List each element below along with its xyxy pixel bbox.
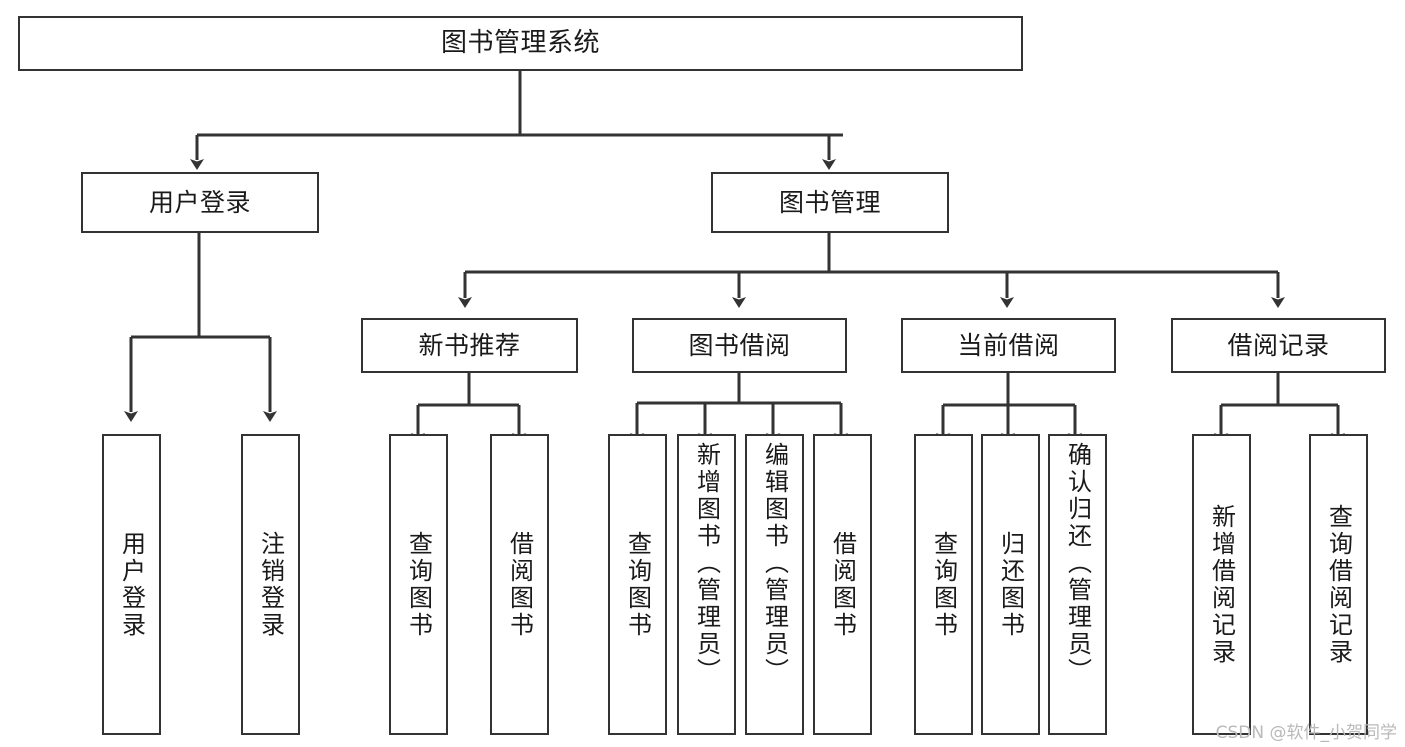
node-label: 图书管理系统	[440, 28, 600, 59]
node-label: 新增图书（管理员）	[692, 442, 721, 685]
leaf-new-book-query-book[interactable]: 查询图书	[389, 434, 448, 735]
node-label: 借阅图书	[505, 530, 534, 639]
node-label: 图书借阅	[688, 331, 791, 360]
node-label: 查询图书	[623, 530, 652, 639]
node-label: 当前借阅	[957, 331, 1060, 360]
node-label: 借阅记录	[1227, 331, 1330, 360]
leaf-book-borrow-add-book-admin[interactable]: 新增图书（管理员）	[677, 434, 736, 735]
leaf-borrow-record-query-record[interactable]: 查询借阅记录	[1309, 434, 1368, 735]
node-current-borrow[interactable]: 当前借阅	[901, 318, 1116, 373]
leaf-current-borrow-confirm-return-admin[interactable]: 确认归还（管理员）	[1048, 434, 1107, 735]
node-label: 新书推荐	[418, 331, 521, 360]
leaf-current-borrow-return-book[interactable]: 归还图书	[981, 434, 1040, 735]
leaf-user-login-login[interactable]: 用户登录	[102, 434, 161, 735]
node-label: 查询借阅记录	[1324, 503, 1353, 666]
leaf-book-borrow-edit-book-admin[interactable]: 编辑图书（管理员）	[745, 434, 804, 735]
node-label: 图书管理	[778, 188, 881, 217]
node-label: 用户登录	[117, 530, 146, 639]
node-label: 注销登录	[256, 530, 285, 639]
node-label: 借阅图书	[828, 530, 857, 639]
leaf-new-book-borrow-book[interactable]: 借阅图书	[490, 434, 549, 735]
watermark-text: CSDN @软件_小贺同学	[1215, 723, 1397, 743]
node-book-management[interactable]: 图书管理	[711, 172, 949, 233]
leaf-book-borrow-query-book[interactable]: 查询图书	[608, 434, 667, 735]
node-new-book-recommend[interactable]: 新书推荐	[361, 318, 578, 373]
leaf-borrow-record-add-record[interactable]: 新增借阅记录	[1192, 434, 1251, 735]
node-borrow-record[interactable]: 借阅记录	[1171, 318, 1386, 373]
leaf-current-borrow-query-book[interactable]: 查询图书	[914, 434, 973, 735]
node-label: 归还图书	[996, 530, 1025, 639]
node-label: 用户登录	[148, 188, 251, 217]
node-label: 查询图书	[929, 530, 958, 639]
leaf-user-login-logout[interactable]: 注销登录	[241, 434, 300, 735]
node-label: 确认归还（管理员）	[1063, 442, 1092, 685]
node-label: 新增借阅记录	[1207, 503, 1236, 666]
node-book-borrow[interactable]: 图书借阅	[632, 318, 847, 373]
leaf-book-borrow-borrow-book[interactable]: 借阅图书	[813, 434, 872, 735]
node-root-book-management-system[interactable]: 图书管理系统	[18, 16, 1023, 71]
node-label: 查询图书	[404, 530, 433, 639]
node-label: 编辑图书（管理员）	[760, 442, 789, 685]
node-user-login[interactable]: 用户登录	[81, 172, 319, 233]
